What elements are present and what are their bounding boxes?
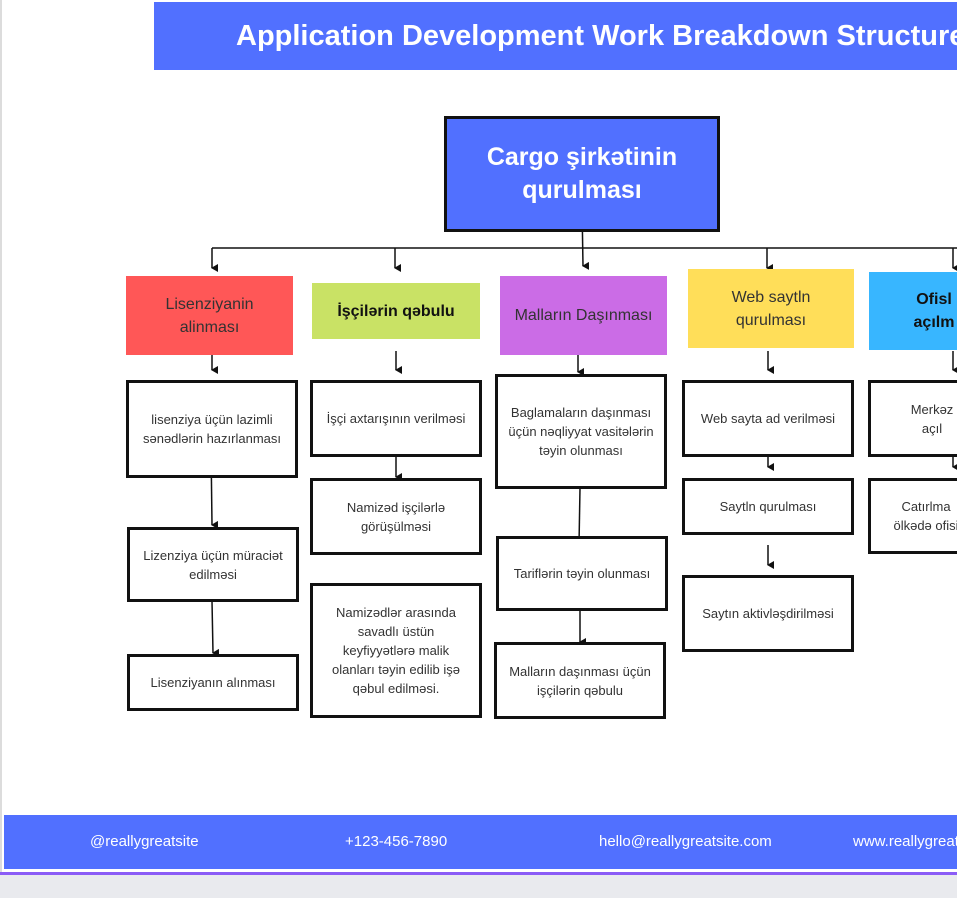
task-licensing-docs: lisenziya üçün lazimli sənədlərin hazırl… [126,380,298,478]
category-licensing: Lisenziyanin alinması [126,276,293,355]
task-licensing-apply: Lizenziya üçün müraciət edilməsi [127,527,299,602]
category-hiring: İşçilərin qəbulu [312,283,480,339]
task-offices-center: Merkəz açıl [868,380,957,457]
task-transport-vehicles: Baglamaların daşınması üçün nəqliyyat va… [495,374,667,489]
page-title: Application Development Work Breakdown S… [154,2,957,70]
task-hiring-select: Namizədlər arasında savadlı üstün keyfiy… [310,583,482,718]
task-licensing-obtain: Lisenziyanın alınması [127,654,299,711]
category-offices: Ofisl açılm [869,272,957,350]
category-transport: Malların Daşınması [500,276,667,355]
task-transport-staff: Malların daşınması üçün işçilərin qəbulu [494,642,666,719]
bottom-divider [0,872,957,875]
task-hiring-interview: Namizəd işçilərlə görüşülməsi [310,478,482,555]
task-transport-tariffs: Tariflərin təyin olunması [496,536,668,611]
task-hiring-search: İşçi axtarışının verilməsi [310,380,482,457]
footer-bar: @reallygreatsite +123-456-7890 hello@rea… [4,815,957,869]
task-website-build: Saytln qurulması [682,478,854,535]
root-node: Cargo şirkətinin qurulması [444,116,720,232]
task-website-name: Web sayta ad verilməsi [682,380,854,457]
footer-social[interactable]: @reallygreatsite [90,833,199,850]
diagram-canvas: Application Development Work Breakdown S… [0,0,957,872]
connector-lines [210,204,957,657]
footer-phone[interactable]: +123-456-7890 [345,833,448,850]
task-website-activate: Saytın aktivləşdirilməsi [682,575,854,652]
footer-email[interactable]: hello@reallygreatsite.com [599,833,772,850]
footer-website[interactable]: www.reallygreatsite.com [853,833,957,850]
category-website: Web saytln qurulması [688,269,854,348]
task-offices-country: Catırlma ölkədə ofisi [868,478,957,554]
